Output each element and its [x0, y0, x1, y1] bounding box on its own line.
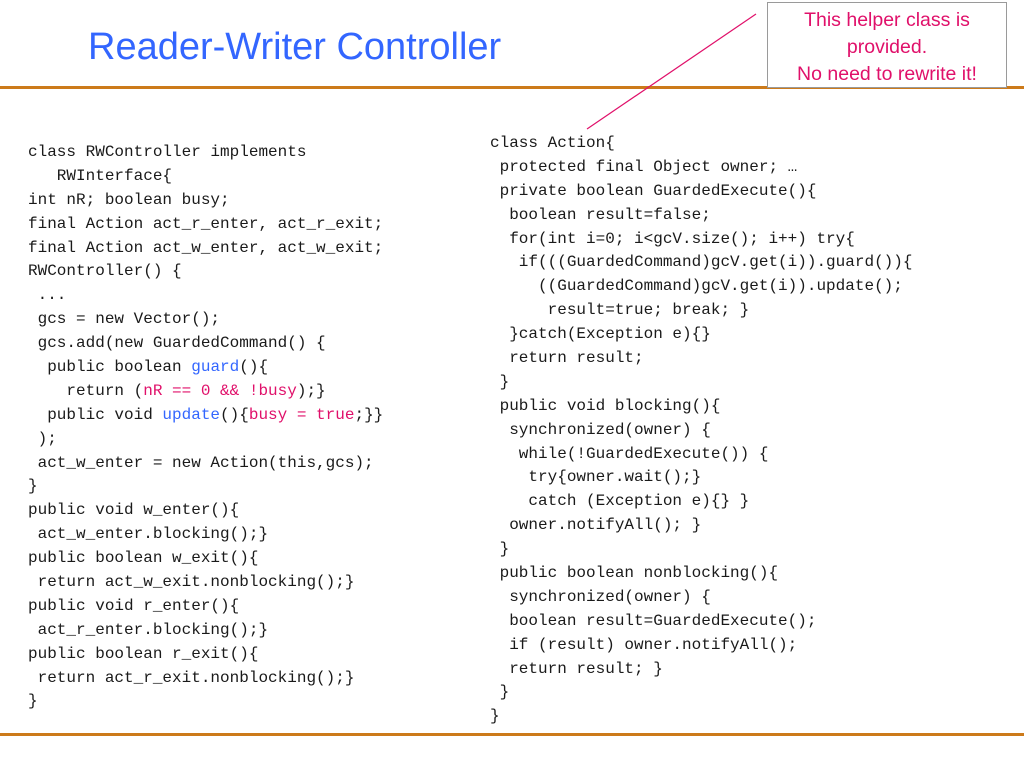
code-line: while(!GuardedExecute()) {: [490, 444, 769, 463]
code-line: return result; }: [490, 659, 663, 678]
code-line: public void w_enter(){: [28, 501, 240, 520]
callout-line: No need to rewrite it!: [797, 63, 977, 85]
code-line: return result;: [490, 349, 644, 368]
update-method-name: update: [162, 405, 221, 424]
code-line: }: [490, 707, 500, 726]
code-segment: public boolean: [28, 358, 192, 377]
code-segment: );}: [296, 381, 326, 400]
code-line: );: [28, 429, 57, 448]
guard-condition: nR == 0 && !busy: [143, 381, 297, 400]
code-line: act_w_enter.blocking();}: [28, 525, 269, 544]
slide-title: Reader-Writer Controller: [88, 26, 502, 68]
code-line: private boolean GuardedExecute(){: [490, 181, 817, 200]
code-segment: ;}}: [354, 405, 384, 424]
callout-line: This helper class is: [804, 9, 970, 31]
code-line: }: [490, 540, 510, 559]
code-line: public void blocking(){: [490, 396, 721, 415]
code-line: ...: [28, 286, 67, 305]
code-line: act_r_enter.blocking();}: [28, 620, 269, 639]
top-divider: [0, 86, 1024, 89]
code-line: final Action act_r_enter, act_r_exit;: [28, 214, 384, 233]
code-line: RWInterface{: [28, 166, 173, 185]
code-line: public void r_enter(){: [28, 596, 240, 615]
bottom-divider: [0, 733, 1024, 736]
code-line: catch (Exception e){} }: [490, 492, 750, 511]
code-segment: return (: [28, 381, 144, 400]
code-line: owner.notifyAll(); }: [490, 516, 702, 535]
code-line: }: [490, 372, 510, 391]
code-line: final Action act_w_enter, act_w_exit;: [28, 238, 384, 257]
code-line: boolean result=false;: [490, 205, 711, 224]
code-line-guard: public boolean guard(){: [28, 356, 383, 380]
code-line: }: [490, 683, 510, 702]
code-line: }: [28, 477, 38, 496]
code-line: try{owner.wait();}: [490, 468, 702, 487]
code-line: synchronized(owner) {: [490, 587, 711, 606]
code-line: if (result) owner.notifyAll();: [490, 635, 798, 654]
code-line: class Action{: [490, 134, 615, 152]
code-segment: (){: [220, 405, 249, 424]
code-line-update: public void update(){busy = true;}}: [28, 404, 383, 428]
code-line: gcs = new Vector();: [28, 310, 221, 329]
code-line: result=true; break; }: [490, 301, 750, 320]
code-segment: public void: [28, 405, 163, 424]
code-line: }catch(Exception e){}: [490, 325, 711, 344]
code-line: return act_r_exit.nonblocking();}: [28, 668, 355, 687]
code-line: boolean result=GuardedExecute();: [490, 611, 817, 630]
code-line: for(int i=0; i<gcV.size(); i++) try{: [490, 229, 855, 248]
action-class-code-block: class Action{ protected final Object own…: [490, 132, 912, 729]
update-body: busy = true: [248, 405, 355, 424]
code-line: protected final Object owner; …: [490, 157, 798, 176]
code-line: if(((GuardedCommand)gcV.get(i)).guard())…: [490, 253, 913, 272]
code-line: public boolean r_exit(){: [28, 644, 259, 663]
rwcontroller-code-block: class RWController implements RWInterfac…: [28, 141, 383, 714]
code-line: }: [28, 692, 38, 711]
callout-line: provided.: [846, 36, 928, 58]
code-line: synchronized(owner) {: [490, 420, 711, 439]
code-line: class RWController implements: [28, 143, 307, 161]
code-line: public boolean w_exit(){: [28, 549, 259, 568]
code-line: gcs.add(new GuardedCommand() {: [28, 334, 326, 353]
code-segment: (){: [239, 358, 269, 377]
callout-box: This helper class is provided. No need t…: [767, 2, 1007, 88]
code-line: public boolean nonblocking(){: [490, 564, 779, 583]
guard-method-name: guard: [191, 358, 240, 377]
code-line: act_w_enter = new Action(this,gcs);: [28, 453, 374, 472]
code-line: ((GuardedCommand)gcV.get(i)).update();: [490, 277, 903, 296]
code-line: RWController() {: [28, 262, 182, 281]
code-line-guard-return: return (nR == 0 && !busy);}: [28, 380, 383, 404]
code-line: return act_w_exit.nonblocking();}: [28, 573, 355, 592]
code-line: int nR; boolean busy;: [28, 190, 230, 209]
